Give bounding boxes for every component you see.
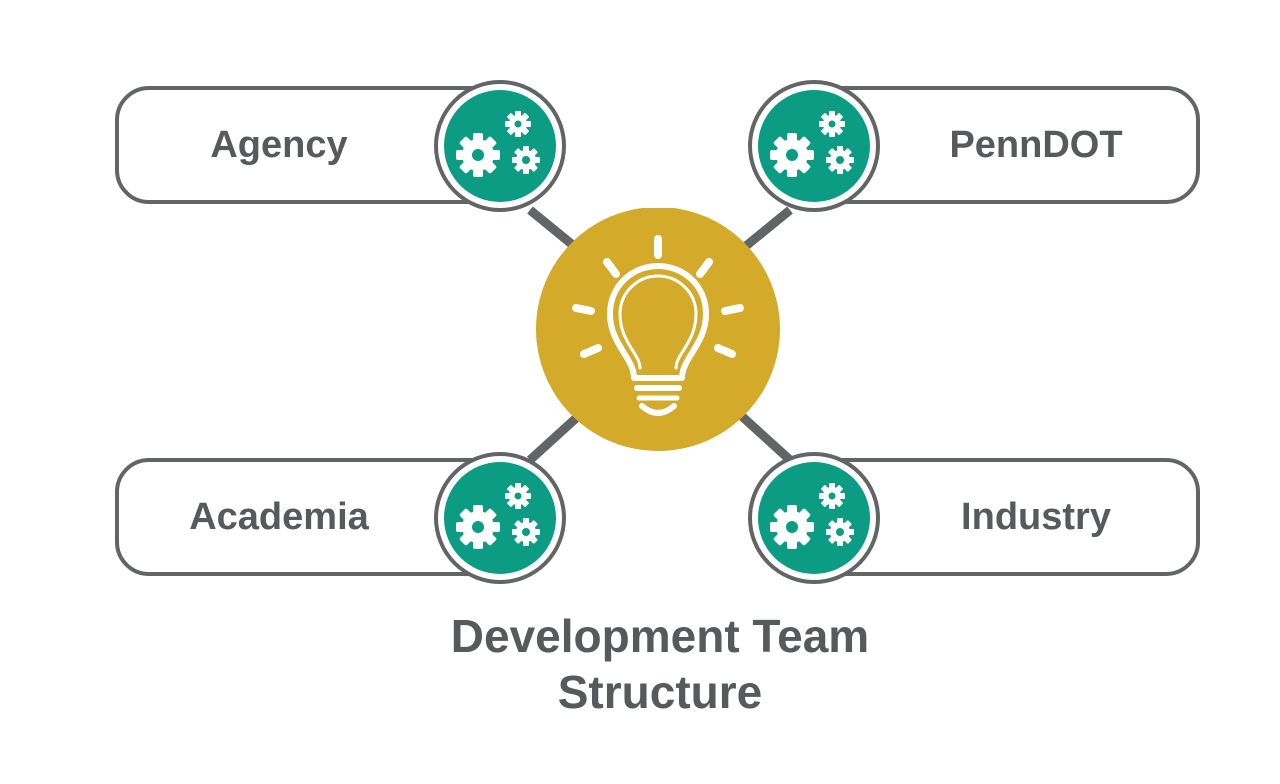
node-label-penndot: PennDOT (949, 123, 1123, 166)
node-label-agency: Agency (210, 123, 348, 166)
node-label-industry: Industry (961, 495, 1111, 538)
title-line-1: Development Team (450, 610, 870, 662)
lightbulb-icon (572, 235, 744, 416)
gears-icon (456, 483, 540, 549)
center-hub (536, 208, 780, 451)
gears-icon (770, 111, 854, 177)
gears-node-agency (434, 80, 566, 212)
connector-industry (731, 406, 794, 464)
gears-node-academia (434, 452, 566, 584)
gears-node-industry (748, 452, 880, 584)
gears-node-penndot (748, 80, 880, 212)
gears-icon (770, 483, 854, 549)
hub-circle (536, 208, 780, 451)
node-label-academia: Academia (189, 495, 369, 538)
gears-icon (456, 111, 540, 177)
title-line-2: Structure (557, 666, 763, 718)
diagram-title: Development Team Structure (340, 608, 980, 720)
